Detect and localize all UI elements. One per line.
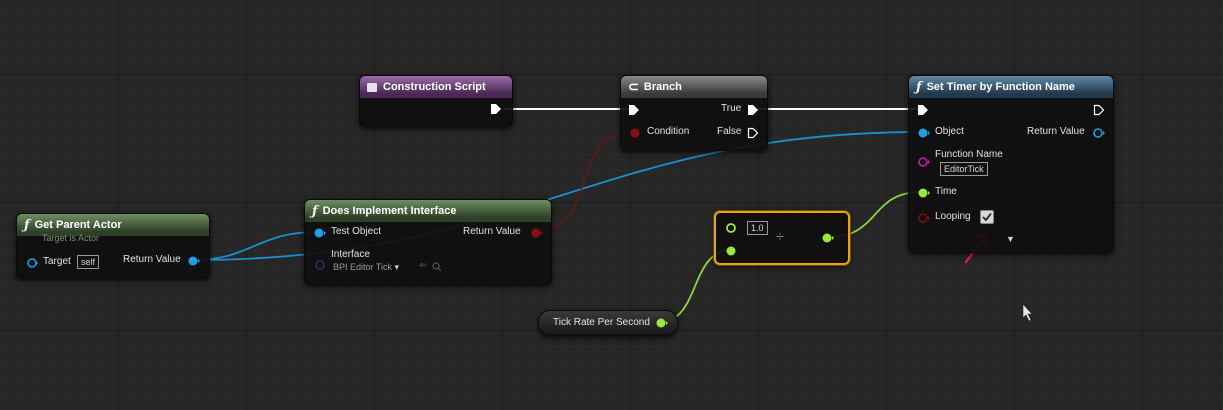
return-value-label: Return Value <box>123 254 181 265</box>
exec-false-output-pin-icon[interactable] <box>747 127 759 139</box>
object-input-pin-icon[interactable] <box>313 227 327 239</box>
branch-icon: ⊂ <box>628 79 639 94</box>
float-output-pin-icon[interactable] <box>821 232 835 244</box>
node-title: Construction Script <box>383 81 486 93</box>
looping-label: Looping <box>935 211 971 222</box>
test-object-label: Test Object <box>331 226 382 237</box>
divide-a-value[interactable]: 1.0 <box>747 221 768 235</box>
interface-select[interactable]: BPI Editor Tick ▾ <box>333 262 399 273</box>
node-title: Branch <box>643 81 682 93</box>
node-title: Set Timer by Function Name <box>926 81 1075 93</box>
time-label: Time <box>935 186 957 197</box>
float-input-pin-icon[interactable] <box>917 187 931 199</box>
divide-operator: ÷ <box>776 228 784 244</box>
node-tick-rate-per-second[interactable]: Tick Rate Per Second <box>538 310 678 336</box>
expand-pins-icon[interactable]: ▼ <box>1006 234 1015 244</box>
chevron-down-icon: ▾ <box>394 262 400 272</box>
bool-condition-pin-icon[interactable] <box>629 127 641 139</box>
exec-input-pin-icon[interactable] <box>917 104 929 116</box>
bool-output-pin-icon[interactable] <box>530 227 544 239</box>
function-icon: ƒ <box>312 203 318 219</box>
object-output-pin-icon[interactable] <box>187 255 201 267</box>
node-header[interactable]: Construction Script <box>360 76 512 98</box>
bool-wire-return-to-condition <box>533 131 633 233</box>
condition-label: Condition <box>647 126 690 137</box>
object-label: Object <box>935 126 964 137</box>
looping-checkbox[interactable] <box>980 210 994 224</box>
node-header[interactable]: ƒ Set Timer by Function Name <box>909 76 1113 98</box>
node-get-parent-actor[interactable]: ƒ Get Parent Actor Target is Actor Targe… <box>16 213 210 279</box>
exec-input-pin-icon[interactable] <box>628 104 640 116</box>
float-output-pin-icon[interactable] <box>655 317 669 329</box>
exec-output-pin-icon[interactable] <box>490 103 502 115</box>
node-construction-script[interactable]: Construction Script <box>359 75 513 127</box>
node-subtitle: Target is Actor <box>42 233 100 243</box>
false-label: False <box>717 126 742 137</box>
use-selected-asset-icon[interactable]: ⇐ <box>419 260 428 271</box>
float-input-a-pin-icon[interactable] <box>725 222 737 234</box>
target-value[interactable]: self <box>77 255 100 269</box>
node-divide[interactable]: 1.0 ÷ <box>714 211 850 265</box>
object-wire-parent-to-testobject <box>193 231 317 261</box>
object-output-pin-icon[interactable] <box>1092 127 1106 139</box>
interface-input-pin-icon[interactable] <box>314 259 326 271</box>
node-does-implement-interface[interactable]: ƒ Does Implement Interface Test Object R… <box>304 199 552 285</box>
function-name-field[interactable]: EditorTick <box>940 162 988 176</box>
mouse-cursor-icon <box>1022 303 1033 322</box>
check-icon <box>982 212 992 222</box>
function-icon: ƒ <box>24 217 30 233</box>
return-value-label: Return Value <box>1027 126 1085 137</box>
node-title: Does Implement Interface <box>322 205 457 217</box>
target-label: Target <box>43 256 71 267</box>
node-header[interactable]: ƒ Does Implement Interface <box>305 200 551 222</box>
true-label: True <box>721 103 742 114</box>
exec-true-output-pin-icon[interactable] <box>747 104 759 116</box>
function-name-label: Function Name <box>935 149 1003 160</box>
node-header[interactable]: ƒ Get Parent Actor <box>17 214 209 236</box>
return-value-label: Return Value <box>463 226 521 237</box>
float-input-b-pin-icon[interactable] <box>725 245 737 257</box>
browse-asset-icon[interactable] <box>432 262 442 272</box>
object-input-pin-icon[interactable] <box>917 127 931 139</box>
function-icon: ƒ <box>916 79 922 95</box>
object-input-pin-icon[interactable] <box>26 257 38 269</box>
variable-label: Tick Rate Per Second <box>553 317 650 328</box>
node-title: Get Parent Actor <box>34 219 122 231</box>
bool-input-pin-icon[interactable] <box>917 212 931 224</box>
name-input-pin-icon[interactable] <box>917 156 931 168</box>
node-branch[interactable]: ⊂ Branch True Condition False <box>620 75 768 151</box>
interface-label: Interface <box>331 249 370 260</box>
node-set-timer-by-function-name[interactable]: ƒ Set Timer by Function Name Object Retu… <box>908 75 1114 253</box>
exec-output-pin-icon[interactable] <box>1093 104 1105 116</box>
node-header[interactable]: ⊂ Branch <box>621 76 767 98</box>
construction-script-icon <box>367 82 377 92</box>
interface-select-value: BPI Editor Tick <box>333 262 393 272</box>
